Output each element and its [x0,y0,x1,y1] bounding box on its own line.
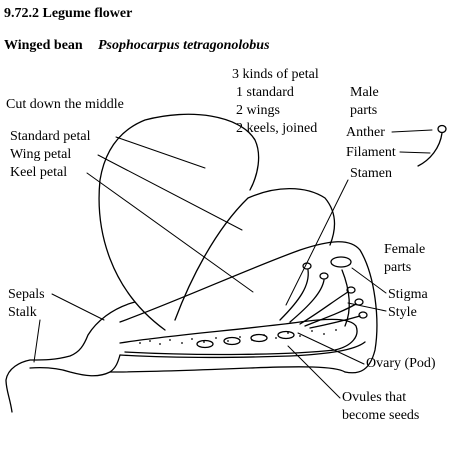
scientific-name: Psophocarpus tetragonolobus [98,38,270,54]
label-kinds-standard: 1 standard [236,85,294,101]
label-cut: Cut down the middle [6,97,124,113]
label-filament: Filament [346,145,396,161]
label-kinds-keels: 2 keels, joined [236,121,317,137]
label-stamen: Stamen [350,166,392,182]
ovary-shape [120,319,357,354]
label-female-parts: parts [384,260,411,276]
style-shape [342,270,349,326]
label-ovules-seeds: become seeds [342,408,419,424]
label-anther: Anther [346,125,385,141]
label-ovary: Ovary (Pod) [366,356,436,372]
label-male-parts: parts [350,103,377,119]
label-stigma: Stigma [388,287,428,303]
label-female: Female [384,242,425,258]
label-kinds-wings: 2 wings [236,103,280,119]
stalk-shape [30,355,120,376]
label-ovules: Ovules that [342,390,406,406]
label-stalk: Stalk [8,305,37,321]
label-kinds-heading: 3 kinds of petal [232,67,319,83]
label-male: Male [350,85,379,101]
label-wing-petal: Wing petal [10,147,71,163]
label-style: Style [388,305,417,321]
label-standard-petal: Standard petal [10,129,90,145]
anther-shape [438,126,446,133]
stigma-shape [331,257,351,267]
common-name: Winged bean [4,38,83,54]
filament-shape [418,133,442,166]
standard-petal-shape [99,114,259,330]
ovules [197,332,294,348]
label-keel-petal: Keel petal [10,165,67,181]
figure-title: 9.72.2 Legume flower [4,6,132,22]
stamens [280,263,367,328]
label-sepals: Sepals [8,287,45,303]
